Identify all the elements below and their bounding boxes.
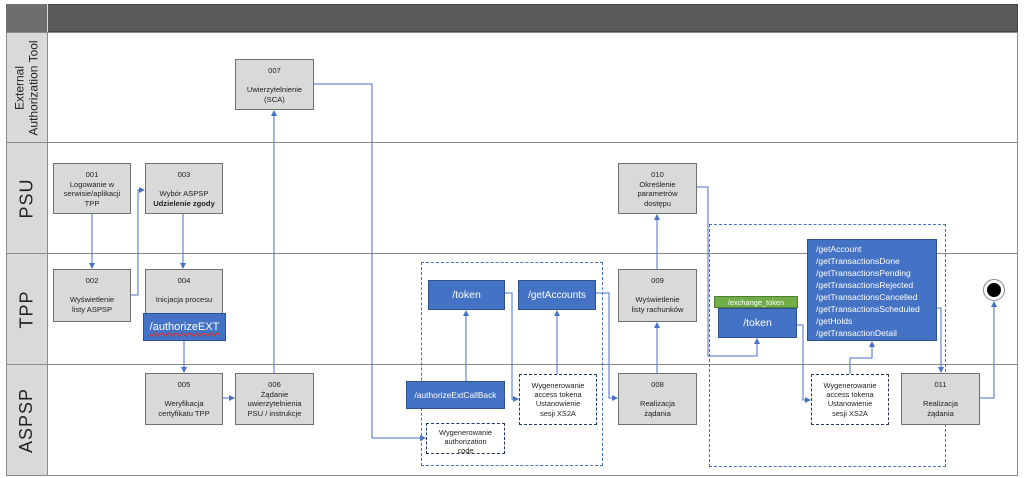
lane-label-psu: PSU (6, 142, 48, 254)
endpoint-authorize-callback: /authorizeExtCallBack (406, 381, 505, 409)
arrow-010-token (697, 186, 760, 357)
methods-list: /getAccount /getTransactionsDone /getTra… (807, 239, 937, 341)
note-authorization-code: Wygenerowanie authorization code (426, 423, 505, 455)
header-corner (6, 4, 48, 32)
endpoint-token-2: /token (718, 308, 797, 338)
arrow-note2-methods (849, 341, 875, 374)
arrow-002-003 (131, 187, 145, 296)
step-005: 005 Weryfikacja certyfikatu TPP (145, 373, 223, 425)
note-access-token-1: Wygenerowanie access tokena Ustanowienie… (519, 374, 597, 425)
region-authorization (421, 262, 603, 466)
method-item: /getTransactionsCancelled (816, 292, 918, 302)
step-007: 007 Uwierzytelnienie (SCA) (235, 59, 314, 110)
step-006: 006 Żądanie uwierzytelnienia PSU / instr… (235, 373, 314, 425)
arrow-011-end (980, 301, 997, 399)
endpoint-exchange-token: /exchange_token (714, 296, 798, 308)
end-event (983, 279, 1005, 301)
endpoint-token-1: /token (428, 280, 505, 310)
arrow-token-note (505, 292, 519, 402)
step-008: 008 Realizacja żądania (618, 373, 697, 425)
step-009: 009 Wyświetlenie listy rachunków (618, 269, 697, 322)
method-item: /getTransactionsRejected (816, 280, 914, 290)
lane-label-aspsp: ASPSP (6, 364, 48, 476)
lane-external (6, 32, 1018, 143)
method-item: /getHolds (816, 316, 853, 326)
region-data-access (709, 224, 946, 467)
end-event-core (987, 283, 1001, 297)
method-item: /getTransactionsDone (816, 256, 900, 266)
step-011: 011 Realizacja żądania (901, 373, 980, 425)
header-bar (6, 4, 1018, 32)
arrow-token-note2 (797, 324, 811, 403)
note-access-token-2: Wygenerowanie access tokena Ustanowienie… (811, 374, 889, 425)
endpoint-authorize-ext: /authorizeEXT (143, 313, 226, 341)
arrow-007-callback (314, 83, 426, 441)
method-item: /getAccount (816, 244, 862, 254)
step-010: 010 Określenie parametrów dostępu (618, 163, 697, 214)
lane-label-tpp: TPP (6, 253, 48, 365)
method-item: /getTransactionsPending (816, 268, 911, 278)
step-002: 002 Wyświetlenie listy ASPSP (53, 269, 131, 322)
arrow-getaccounts-008 (596, 292, 618, 401)
step-001: 001 Logowanie w serwisie/aplikacji TPP (53, 163, 131, 214)
endpoint-get-accounts: /getAccounts (518, 280, 596, 310)
method-item: /getTransactionDetail (816, 328, 897, 338)
method-item: /getTransactionsScheduled (816, 304, 920, 314)
arrow-methods-011 (937, 307, 944, 373)
